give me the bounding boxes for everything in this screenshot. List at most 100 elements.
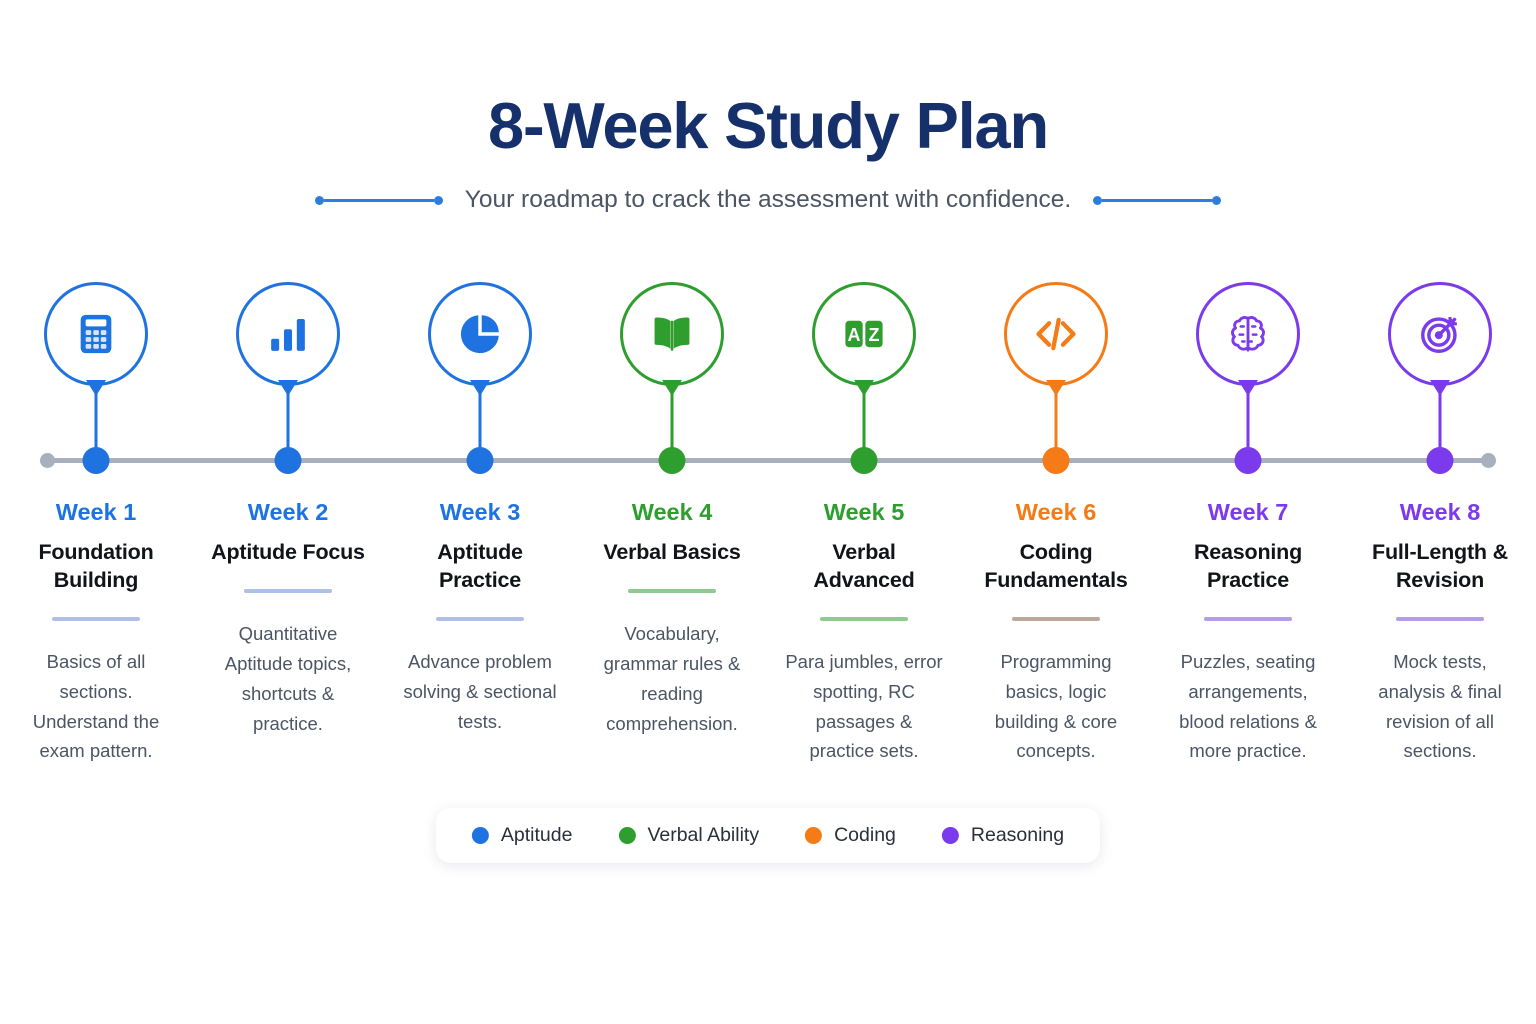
node-stem xyxy=(1438,386,1442,460)
decorative-dot-left-end xyxy=(433,195,443,205)
node-bubble-7[interactable] xyxy=(1196,282,1300,386)
week-divider xyxy=(436,617,524,621)
node-bubble-4[interactable] xyxy=(620,282,724,386)
calculator-icon xyxy=(73,311,119,357)
node-stem xyxy=(286,386,290,460)
node-bubble-6[interactable] xyxy=(1004,282,1108,386)
legend-color-dot xyxy=(618,827,636,844)
decorative-bar-left xyxy=(323,199,434,202)
legend-item-verbal-ability[interactable]: Verbal Ability xyxy=(618,824,759,847)
timeline-marker-3[interactable] xyxy=(466,447,494,474)
node-bubble-1[interactable] xyxy=(44,282,148,386)
week-label: Week 5 xyxy=(823,499,905,525)
node-stem xyxy=(670,386,674,460)
week-divider xyxy=(1396,617,1484,621)
timeline-node-7[interactable] xyxy=(1152,282,1344,482)
code-brackets-icon xyxy=(1033,311,1079,357)
week-divider xyxy=(628,589,716,593)
week-divider xyxy=(52,617,140,621)
week-title: Aptitude Practice xyxy=(437,540,523,593)
legend-item-coding[interactable]: Coding xyxy=(805,824,896,847)
legend: Aptitude Verbal Ability Coding Reasoning xyxy=(435,808,1101,863)
legend-item-aptitude[interactable]: Aptitude xyxy=(471,824,573,847)
subtitle-row: Your roadmap to crack the assessment wit… xyxy=(0,186,1536,214)
timeline-node-8[interactable] xyxy=(1344,282,1536,482)
timeline-rail-cap-start xyxy=(40,453,55,468)
decorative-line-left xyxy=(314,195,443,205)
week-title: Full-Length & Revision xyxy=(1372,540,1508,593)
decorative-line-right xyxy=(1093,195,1222,205)
week-divider xyxy=(244,589,332,593)
week-divider xyxy=(1012,617,1100,621)
node-stem xyxy=(862,386,866,460)
decorative-dot-right-start xyxy=(1093,195,1103,205)
decorative-bar-right xyxy=(1102,199,1213,202)
pie-chart-icon xyxy=(457,311,503,357)
timeline-node-2[interactable] xyxy=(192,282,384,482)
week-description: Advance problem solving & sectional test… xyxy=(403,650,557,732)
header: 8-Week Study Plan Your roadmap to crack … xyxy=(0,91,1536,214)
open-book-icon xyxy=(649,311,695,357)
timeline-rail-cap-end xyxy=(1481,453,1496,468)
week-divider xyxy=(820,617,908,621)
week-label: Week 7 xyxy=(1207,499,1289,525)
week-description: Basics of all sections. Understand the e… xyxy=(32,650,160,762)
week-title: Aptitude Focus xyxy=(211,540,365,565)
timeline-node-3[interactable] xyxy=(384,282,576,482)
week-description: Para jumbles, error spotting, RC passage… xyxy=(785,650,943,762)
decorative-dot-left-start xyxy=(314,195,324,205)
node-stem xyxy=(1246,386,1250,460)
node-stem xyxy=(478,386,482,460)
node-bubble-3[interactable] xyxy=(428,282,532,386)
timeline-marker-7[interactable] xyxy=(1234,447,1262,474)
timeline-marker-8[interactable] xyxy=(1426,447,1454,474)
week-label: Week 4 xyxy=(631,499,713,525)
node-bubble-8[interactable] xyxy=(1388,282,1492,386)
week-label: Week 6 xyxy=(1015,499,1097,525)
legend-label: Aptitude xyxy=(500,824,573,846)
timeline-node-6[interactable] xyxy=(960,282,1152,482)
timeline-marker-2[interactable] xyxy=(274,447,302,474)
brain-icon xyxy=(1225,311,1271,357)
timeline-marker-6[interactable] xyxy=(1042,447,1070,474)
timeline-marker-5[interactable] xyxy=(850,447,878,474)
node-stem xyxy=(1054,386,1058,460)
timeline-marker-4[interactable] xyxy=(658,447,686,474)
timeline-node-1[interactable] xyxy=(0,282,192,482)
legend-color-dot xyxy=(471,827,489,844)
timeline-node-4[interactable] xyxy=(576,282,768,482)
page-subtitle: Your roadmap to crack the assessment wit… xyxy=(464,186,1072,214)
target-icon xyxy=(1417,311,1463,357)
week-label: Week 1 xyxy=(55,499,137,525)
legend-item-reasoning[interactable]: Reasoning xyxy=(941,824,1064,847)
week-description: Quantitative Aptitude topics, shortcuts … xyxy=(224,622,352,734)
week-description: Puzzles, seating arrangements, blood rel… xyxy=(1179,650,1317,762)
timeline-marker-1[interactable] xyxy=(82,447,110,474)
legend-color-dot xyxy=(941,827,959,844)
week-title: Verbal Advanced xyxy=(813,540,915,593)
week-label: Week 3 xyxy=(439,499,521,525)
node-stem xyxy=(94,386,98,460)
bar-chart-icon xyxy=(265,311,311,357)
week-divider xyxy=(1204,617,1292,621)
week-label: Week 2 xyxy=(247,499,329,525)
week-description: Mock tests, analysis & final revision of… xyxy=(1378,650,1502,762)
node-bubble-2[interactable] xyxy=(236,282,340,386)
svg-text:A: A xyxy=(848,325,861,345)
week-label: Week 8 xyxy=(1399,499,1481,525)
week-title: Reasoning Practice xyxy=(1193,540,1303,593)
